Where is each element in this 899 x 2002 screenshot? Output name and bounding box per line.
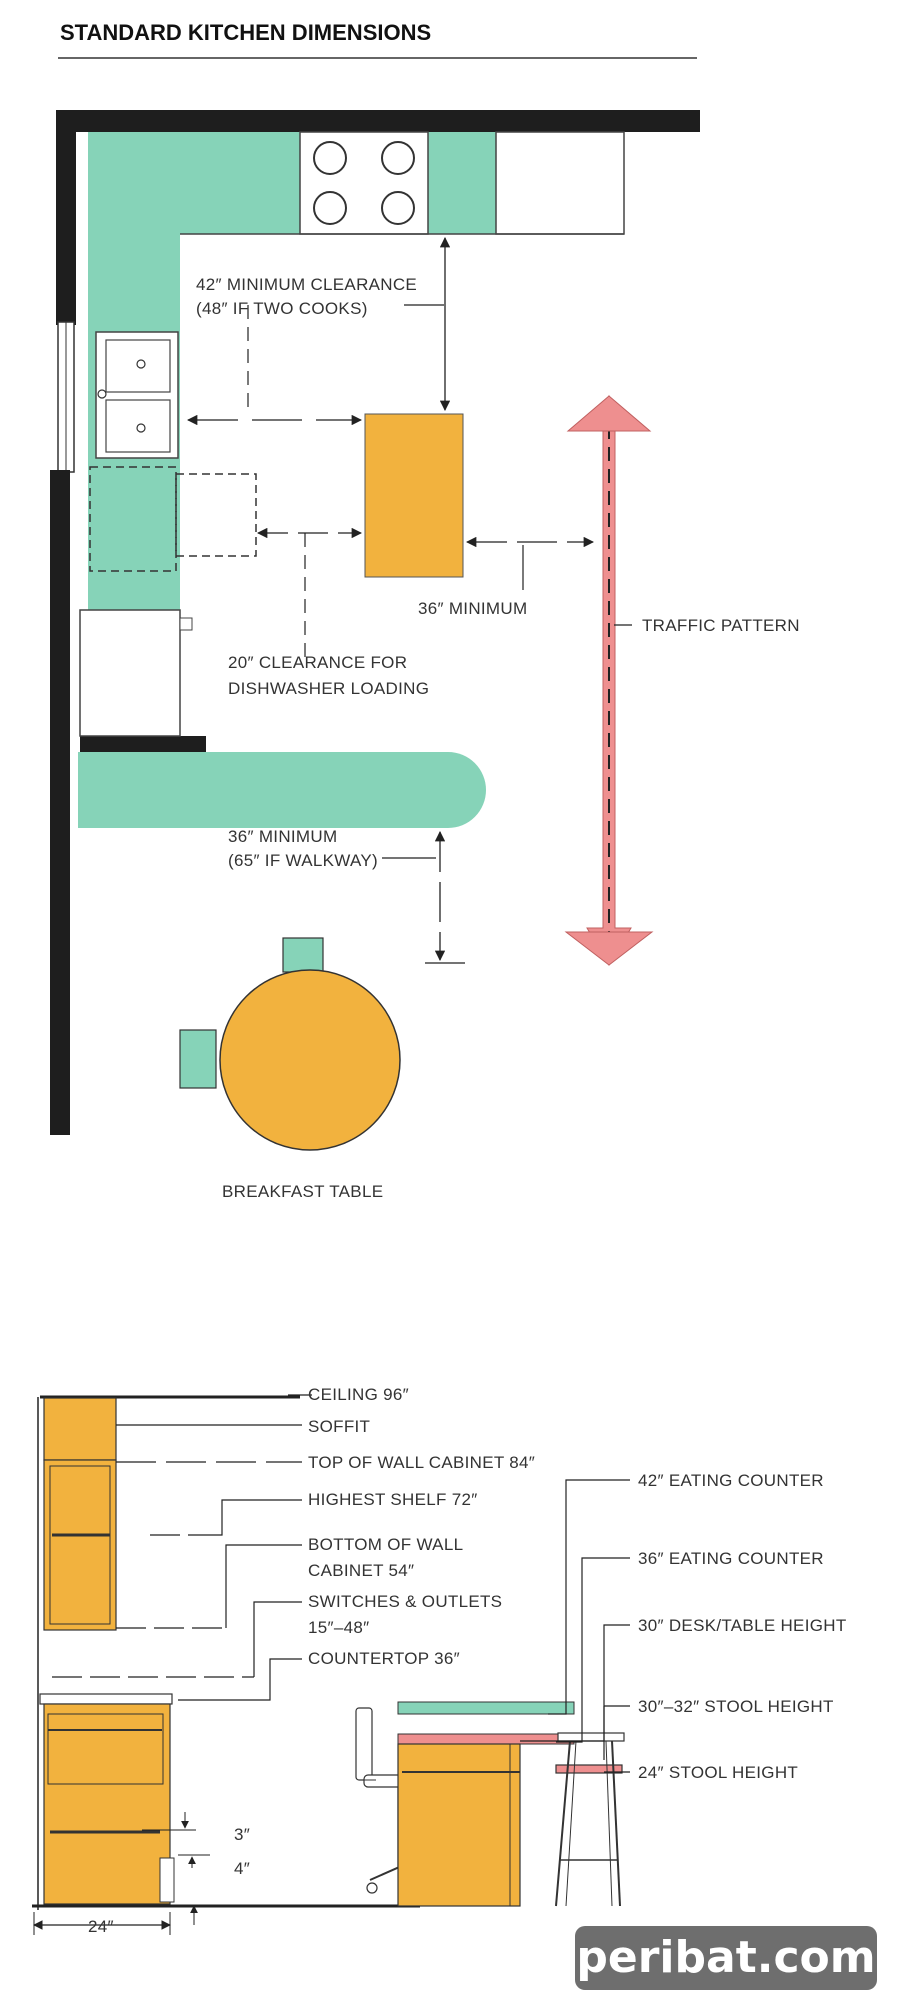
eating-counter-42-label: 42″ EATING COUNTER: [638, 1471, 824, 1490]
breakfast-table-label: BREAKFAST TABLE: [222, 1182, 383, 1201]
burner-icon: [381, 191, 415, 225]
eating-counter-42: [397, 1701, 575, 1715]
walkway-min-label: 36″ MINIMUM: [228, 827, 337, 846]
page-title: STANDARD KITCHEN DIMENSIONS: [60, 20, 431, 45]
switches-label: SWITCHES & OUTLETS: [308, 1592, 502, 1611]
dim-4-label: 4″: [234, 1859, 250, 1878]
left-wall-lower: [50, 470, 70, 1135]
dishwasher-door-open: [175, 473, 257, 557]
elevation: CEILING 96″ SOFFIT TOP OF WALL CABINET 8…: [32, 1385, 847, 1936]
desk: [397, 1743, 521, 1907]
switches-sub-label: 15″–48″: [308, 1618, 369, 1637]
oven: [79, 609, 181, 737]
dim-3-label: 3″: [234, 1825, 250, 1844]
watermark-text[interactable]: peribat.com: [576, 1932, 876, 1983]
dishwasher-clearance-sub-label: DISHWASHER LOADING: [228, 679, 429, 698]
dim-24-label: 24″: [88, 1917, 114, 1936]
breakfast-table: [219, 969, 401, 1151]
floor-plan: 42″ MINIMUM CLEARANCE (48″ IF TWO COOKS)…: [50, 110, 800, 1201]
ceiling-label: CEILING 96″: [308, 1385, 409, 1404]
burner-icon: [381, 141, 415, 175]
top-counter-right: [428, 132, 496, 234]
eating-counter-36-label: 36″ EATING COUNTER: [638, 1549, 824, 1568]
bottom-wall-cabinet-label: BOTTOM OF WALL: [308, 1535, 463, 1554]
desk-height-label: 30″ DESK/TABLE HEIGHT: [638, 1616, 847, 1635]
top-wall: [60, 110, 700, 132]
walkway-sub-label: (65″ IF WALKWAY): [228, 851, 378, 870]
chair: [179, 1029, 217, 1089]
dishwasher-clearance-label: 20″ CLEARANCE FOR: [228, 653, 407, 672]
clearance-42-label: 42″ MINIMUM CLEARANCE: [196, 275, 417, 294]
bottom-wall-cabinet-sub-label: CABINET 54″: [308, 1561, 414, 1580]
stool-30-label: 30″–32″ STOOL HEIGHT: [638, 1697, 834, 1716]
watermark-box: [575, 1926, 877, 1990]
left-wall-upper: [56, 110, 76, 325]
stool-seat-high: [557, 1732, 625, 1742]
top-wall-cabinet-label: TOP OF WALL CABINET 84″: [308, 1453, 535, 1472]
eating-counter-36: [397, 1733, 575, 1745]
min-36-label: 36″ MINIMUM: [418, 599, 527, 618]
refrigerator: [495, 131, 625, 235]
island: [364, 413, 464, 578]
stool-24-label: 24″ STOOL HEIGHT: [638, 1763, 798, 1782]
soffit-label: SOFFIT: [308, 1417, 370, 1436]
toe-kick: [159, 1857, 175, 1903]
peninsula-wall: [80, 736, 206, 752]
soffit-box: [43, 1397, 117, 1461]
burner-icon: [313, 191, 347, 225]
highest-shelf-label: HIGHEST SHELF 72″: [308, 1490, 478, 1509]
countertop-label: COUNTERTOP 36″: [308, 1649, 460, 1668]
peninsula-counter: [78, 752, 486, 828]
chair-back: [355, 1707, 373, 1781]
wall-cabinet: [43, 1459, 117, 1631]
burner-icon: [313, 141, 347, 175]
cooktop: [299, 131, 429, 235]
stool-seat-low: [555, 1764, 623, 1774]
countertop: [39, 1693, 173, 1705]
chair: [282, 937, 324, 973]
traffic-pattern-label: TRAFFIC PATTERN: [642, 616, 800, 635]
clearance-42-sub-label: (48″ IF TWO COOKS): [196, 299, 368, 318]
base-cabinet: [43, 1703, 171, 1905]
